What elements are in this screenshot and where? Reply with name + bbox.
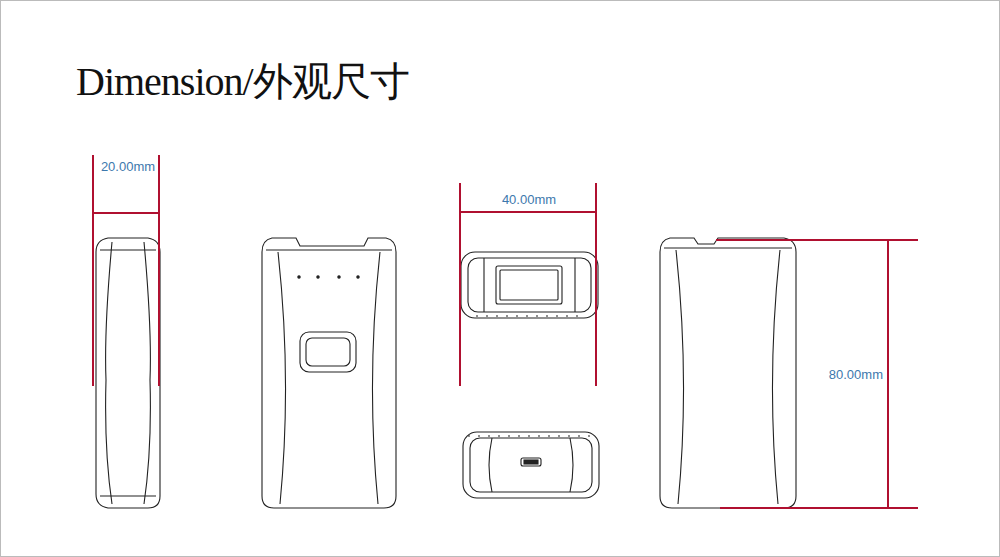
side-view (96, 238, 160, 508)
dimension-label: 80.00mm (827, 368, 885, 382)
top-view (461, 252, 598, 318)
dimension-label: 20.00mm (99, 160, 157, 174)
page-title: Dimension/外观尺寸 (76, 62, 409, 102)
front-view (262, 238, 396, 508)
back-view (660, 238, 796, 508)
bottom-view (463, 432, 599, 498)
dimension-lines (93, 155, 918, 508)
usb-port (521, 458, 541, 466)
dimension-label: 40.00mm (500, 193, 558, 207)
